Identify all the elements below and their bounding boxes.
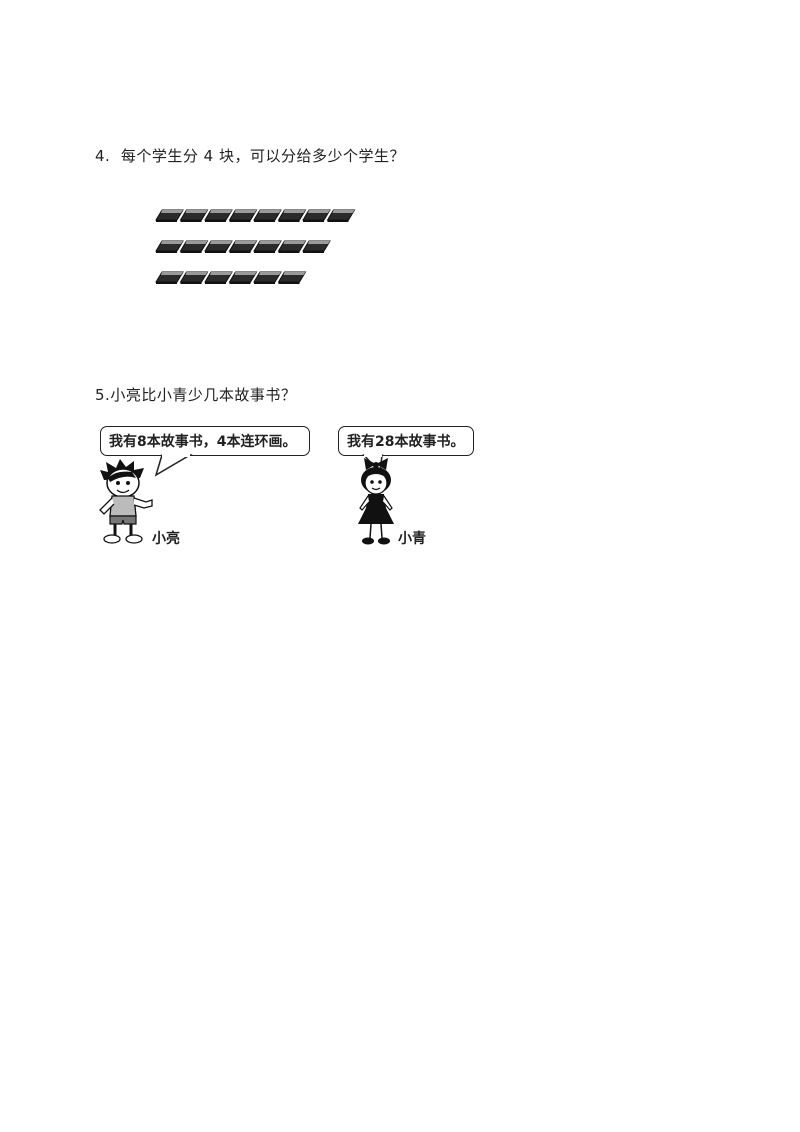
eraser-icon [277,240,307,253]
eraser-icon [253,271,282,284]
speech-tail-xiaoliang [154,454,193,477]
name-label-xiaoqing: 小青 [398,531,426,547]
speech-bubble-xiaoliang: 我有8本故事书，4本连环画。 [100,426,310,456]
question-4-title: 4. 每个学生分 4 块，可以分给多少个学生？ [95,145,405,166]
eraser-icon [228,240,258,253]
eraser-icon [155,240,184,253]
eraser-icon [155,209,184,222]
girl-figure [358,458,394,545]
speech-text-xiaoliang: 我有8本故事书，4本连环画。 [109,434,297,450]
speech-bubble-xiaoqing: 我有28本故事书。 [338,426,474,456]
question-5-text: 小亮比小青少几本故事书？ [110,386,297,404]
question-5-number: 5. [95,386,111,404]
eraser-icon [228,271,258,284]
eraser-illustration [155,209,356,284]
eraser-icon [277,271,307,284]
eraser-icon [204,209,233,222]
speech-text-xiaoqing: 我有28本故事书。 [347,434,465,450]
eraser-icon [204,271,233,284]
eraser-icon [302,209,331,222]
eraser-icon [228,209,258,222]
eraser-icon [179,240,209,253]
question-4-number: 4. [95,147,111,165]
eraser-icon [326,209,356,222]
eraser-icon [253,209,282,222]
eraser-icon [253,240,282,253]
question-5-title: 5.小亮比小青少几本故事书？ [95,384,296,405]
name-label-xiaoliang: 小亮 [152,531,180,547]
boy-figure [99,459,153,544]
eraser-icon [179,271,209,284]
eraser-icon [155,271,184,284]
eraser-icon [204,240,233,253]
question-4-text: 每个学生分 4 块，可以分给多少个学生？ [120,147,405,165]
eraser-icon [179,209,209,222]
eraser-icon [277,209,307,222]
eraser-icon [302,240,331,253]
